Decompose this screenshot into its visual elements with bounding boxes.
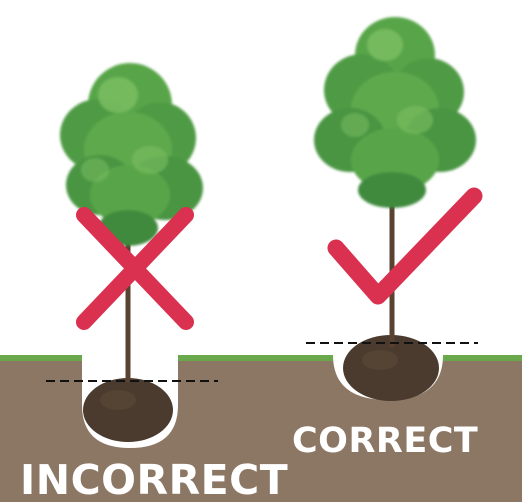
correct-planting xyxy=(306,17,478,401)
root-ball-texture xyxy=(100,390,136,410)
check-mark-icon xyxy=(336,196,474,296)
correct-label: CORRECT xyxy=(292,421,478,461)
root-ball-deep xyxy=(83,378,173,442)
grass-strip xyxy=(0,355,522,361)
tree-canopy-right xyxy=(314,17,476,208)
incorrect-label: INCORRECT xyxy=(20,456,288,502)
root-ball-texture-right xyxy=(362,350,398,370)
